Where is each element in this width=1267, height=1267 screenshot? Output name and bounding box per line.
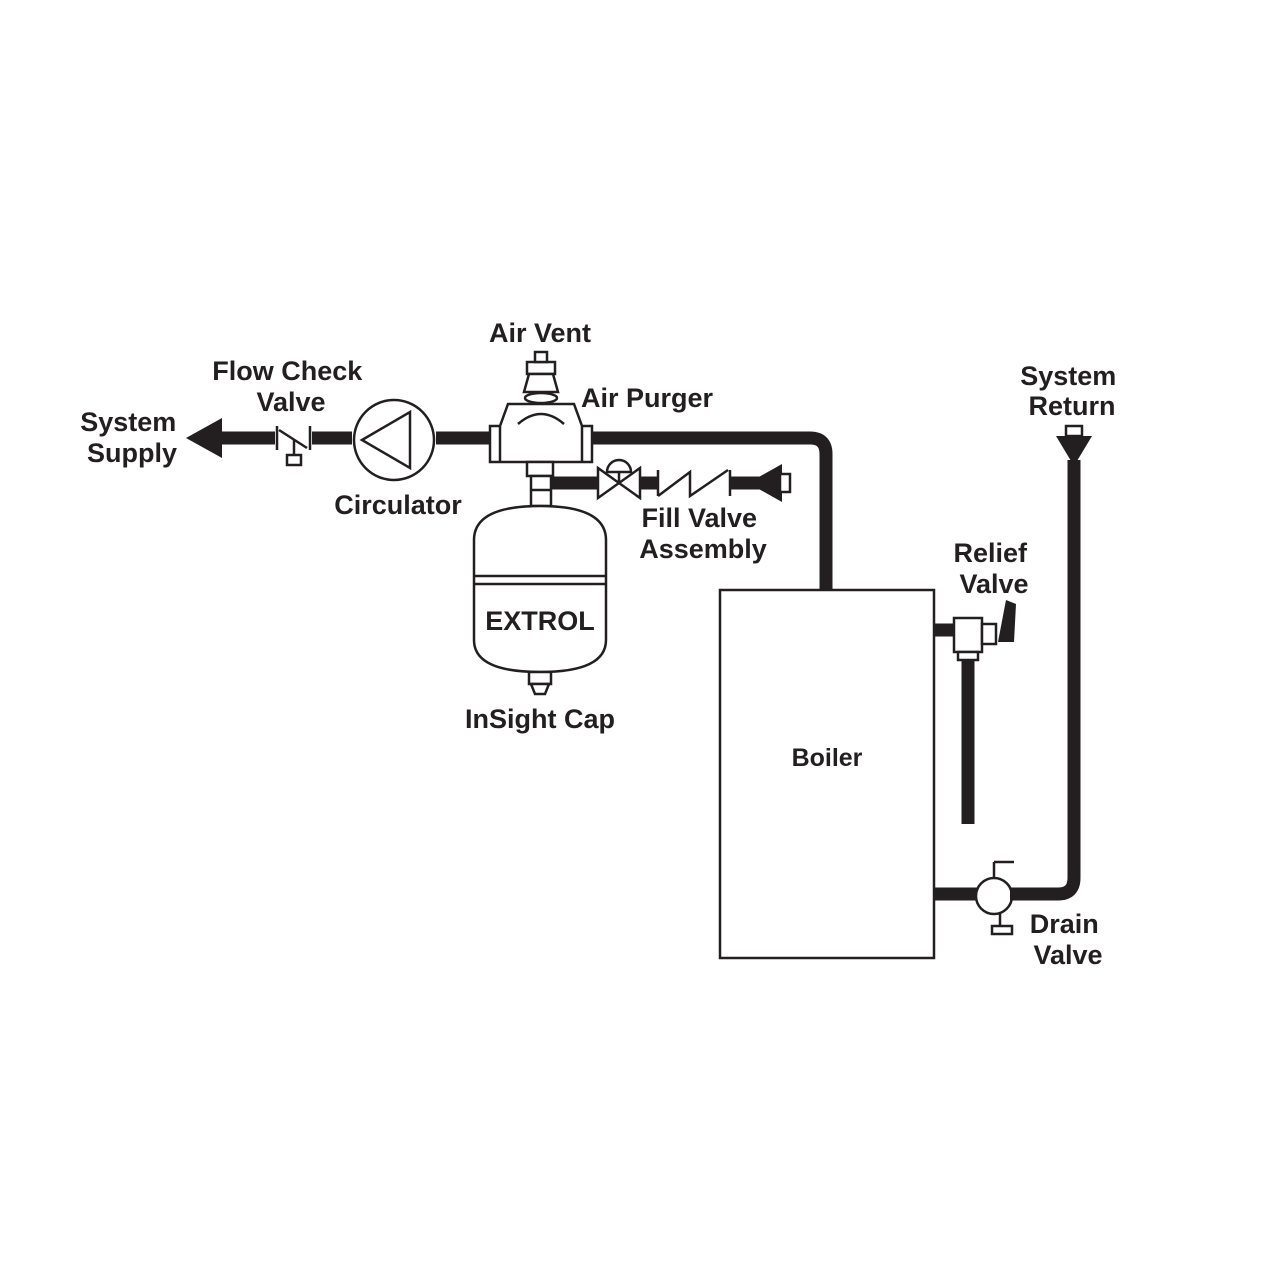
system-supply-label: System Supply (80, 407, 184, 468)
system-supply-arrow (186, 418, 222, 458)
circulator-label: Circulator (334, 490, 462, 520)
circulator-pump (352, 398, 436, 482)
fill-inlet-connection (757, 464, 792, 502)
relief-valve-label: Relief Valve (953, 538, 1034, 599)
insight-cap-label: InSight Cap (465, 704, 615, 734)
air-purger (488, 402, 594, 478)
system-return-inlet (1056, 424, 1092, 466)
system-return-label: System Return (1020, 361, 1124, 421)
fill-valve (596, 458, 642, 501)
air-vent (522, 350, 560, 405)
extrol-label: EXTROL (485, 606, 595, 636)
boiler-label: Boiler (792, 744, 863, 772)
drain-valve-label: Drain Valve (1030, 909, 1107, 970)
backflow-preventer (656, 468, 732, 499)
air-purger-label: Air Purger (581, 383, 714, 413)
boiler (718, 588, 936, 960)
supply-pipe-purger-to-boiler (592, 431, 833, 590)
tank-connection (529, 474, 553, 508)
air-vent-label: Air Vent (489, 318, 591, 348)
fill-valve-assembly-label: Fill Valve Assembly (639, 503, 767, 564)
system-return-pipe (1010, 460, 1081, 901)
drain-valve (974, 860, 1014, 936)
insight-cap (527, 670, 553, 696)
flow-check-valve (275, 426, 312, 467)
extrol-expansion-tank (472, 504, 608, 674)
relief-valve (952, 600, 1016, 662)
flow-check-valve-label: Flow Check Valve (212, 356, 370, 417)
